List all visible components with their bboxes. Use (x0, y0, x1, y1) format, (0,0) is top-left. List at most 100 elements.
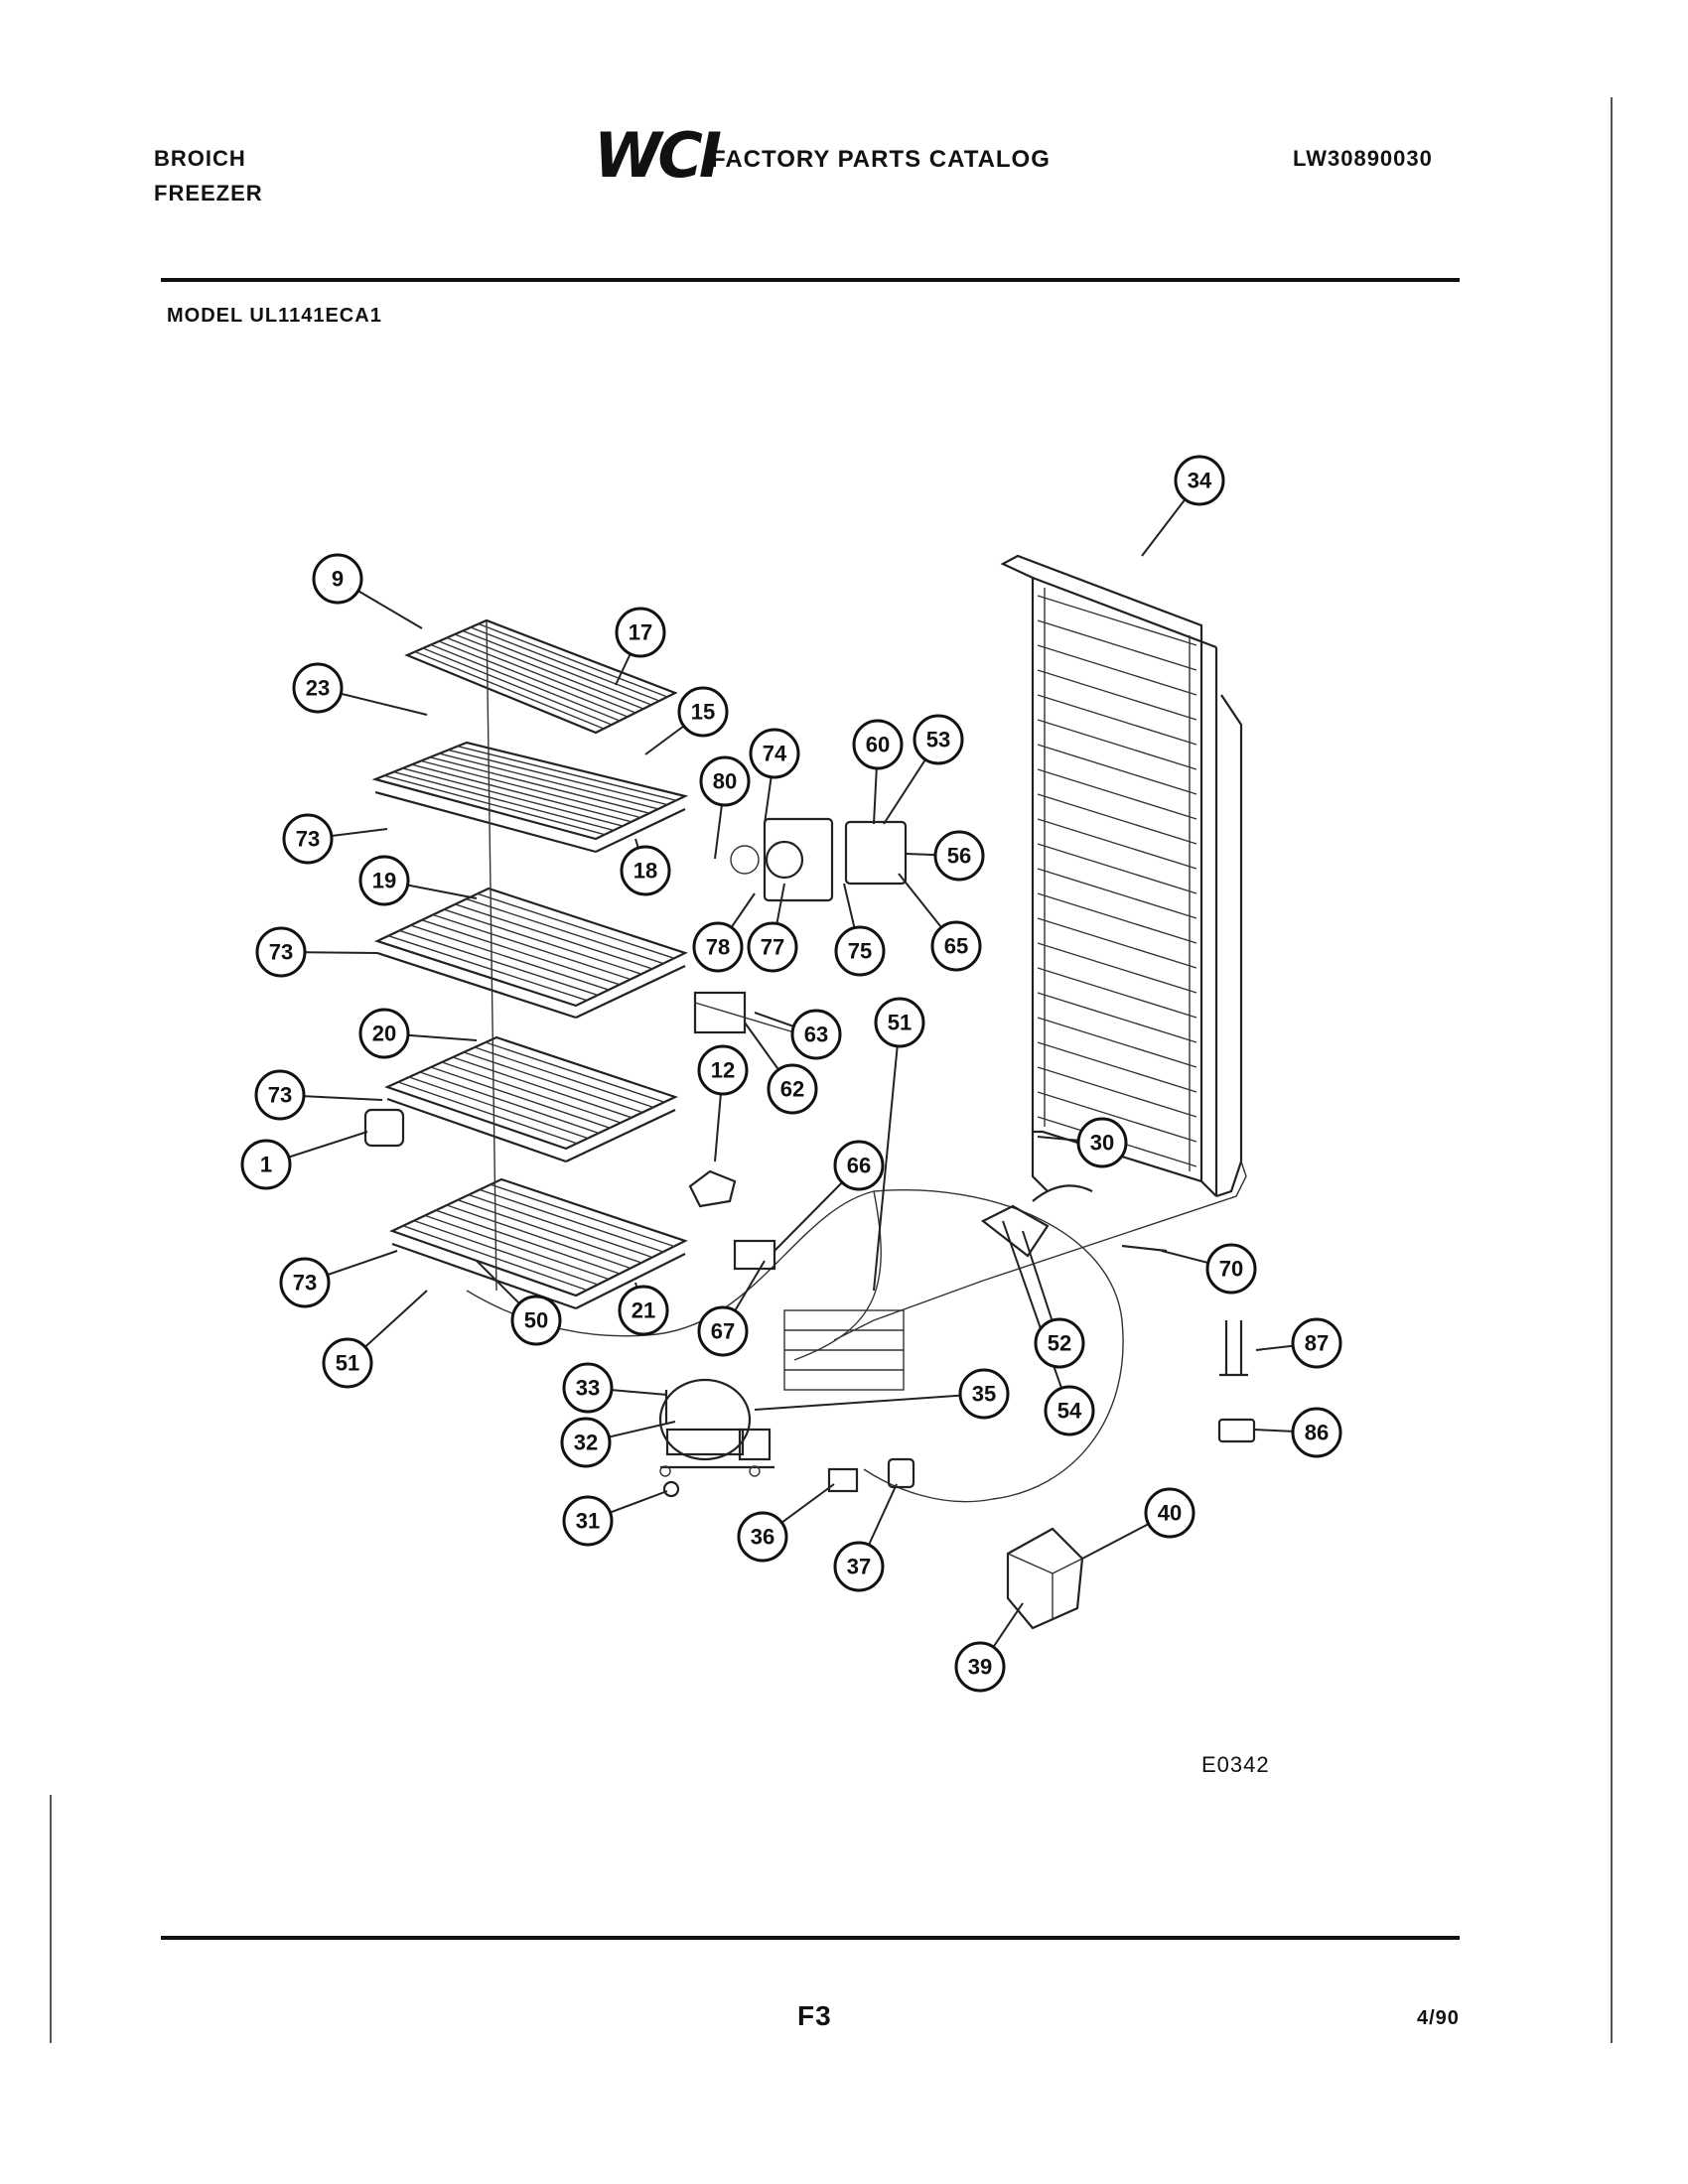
catalog-title: FACTORY PARTS CATALOG (711, 146, 1051, 173)
callout-label: 75 (848, 939, 872, 964)
callout-20: 20 (358, 1008, 410, 1059)
part-36 (827, 1467, 859, 1493)
brand-line-1: BROICH (154, 146, 246, 171)
callout-80: 80 (699, 755, 751, 807)
callout-label: 51 (888, 1011, 912, 1035)
hinge-bracket (693, 991, 795, 1034)
callout-label: 86 (1305, 1421, 1329, 1445)
callout-62: 62 (767, 1063, 818, 1115)
part-87 (1219, 1320, 1248, 1377)
left-margin-rule (50, 1795, 52, 2043)
callout-21: 21 (618, 1285, 669, 1336)
callout-label: 32 (574, 1431, 598, 1455)
callout-35: 35 (958, 1368, 1010, 1420)
callout-label: 40 (1158, 1501, 1182, 1526)
shelf-support-rod (486, 619, 497, 1292)
callout-9: 9 (312, 553, 363, 605)
callout-73: 73 (255, 926, 307, 978)
drain-pan (1006, 1527, 1084, 1630)
right-margin-rule (1611, 97, 1613, 2043)
part-12-bracket (688, 1169, 737, 1208)
callout-78: 78 (692, 921, 744, 973)
callout-label: 39 (968, 1655, 992, 1680)
callout-73: 73 (279, 1257, 331, 1308)
callout-label: 77 (761, 935, 784, 960)
callout-73: 73 (282, 813, 334, 865)
control-assembly (730, 817, 908, 902)
callout-63: 63 (790, 1009, 842, 1060)
page-date: 4/90 (1417, 2007, 1460, 2029)
callout-label: 36 (751, 1525, 774, 1550)
callout-label: 31 (576, 1509, 600, 1534)
shelf-wire-rods (384, 622, 677, 1292)
callout-36: 36 (737, 1511, 788, 1563)
callout-12: 12 (697, 1044, 749, 1096)
brand-line-2: FREEZER (154, 181, 263, 205)
callout-15: 15 (677, 686, 729, 738)
callout-23: 23 (292, 662, 344, 714)
callout-label: 23 (306, 676, 330, 701)
callout-60: 60 (852, 719, 904, 770)
leader-line-54 (1002, 1220, 1070, 1412)
callout-1: 1 (240, 1139, 292, 1190)
grommet-31 (662, 1480, 680, 1498)
callout-70: 70 (1205, 1243, 1257, 1295)
callout-86: 86 (1291, 1407, 1342, 1458)
callout-37: 37 (833, 1541, 885, 1592)
callout-label: 34 (1188, 469, 1212, 493)
callout-33: 33 (562, 1362, 614, 1414)
relay-part-66 (733, 1239, 776, 1271)
callout-label: 35 (972, 1382, 996, 1407)
callout-label: 70 (1219, 1257, 1243, 1282)
callout-label: 12 (711, 1058, 735, 1083)
model-label: MODEL UL1141ECA1 (167, 305, 382, 327)
callout-40: 40 (1144, 1487, 1196, 1539)
shelf-2 (374, 887, 688, 1020)
callout-label: 18 (633, 859, 657, 884)
catalog-number: LW30890030 (1293, 146, 1433, 171)
callout-label: 50 (524, 1308, 548, 1333)
callout-17: 17 (615, 607, 666, 658)
condenser (783, 1309, 905, 1391)
callout-label: 65 (944, 934, 968, 959)
callout-67: 67 (697, 1305, 749, 1357)
callout-53: 53 (913, 714, 964, 765)
callout-label: 9 (332, 567, 344, 592)
callout-label: 87 (1305, 1331, 1329, 1356)
callout-18: 18 (620, 845, 671, 896)
wci-logo: WCI (594, 119, 722, 192)
callout-label: 73 (296, 827, 320, 852)
page-number: F3 (797, 2000, 832, 2031)
shelf-3 (384, 1035, 678, 1163)
callout-label: 54 (1057, 1399, 1082, 1424)
callout-50: 50 (510, 1295, 562, 1346)
footer-rule (161, 1936, 1460, 1940)
callout-label: 78 (706, 935, 730, 960)
callout-label: 74 (763, 742, 787, 766)
callout-73: 73 (254, 1069, 306, 1121)
callout-65: 65 (930, 920, 982, 972)
header-rule (161, 278, 1460, 282)
callout-label: 56 (947, 844, 971, 869)
callout-75: 75 (834, 925, 886, 977)
callout-label: 62 (780, 1077, 804, 1102)
callout-66: 66 (833, 1140, 885, 1191)
leader-line-35 (754, 1393, 985, 1411)
callout-19: 19 (358, 855, 410, 906)
callout-39: 39 (954, 1641, 1006, 1693)
callout-label: 73 (293, 1271, 317, 1296)
compressor (658, 1378, 774, 1477)
callout-30: 30 (1076, 1117, 1128, 1168)
callout-label: 51 (336, 1351, 359, 1376)
part-70 (1121, 1244, 1168, 1253)
diagram-code: E0342 (1201, 1752, 1270, 1777)
callout-54: 54 (1044, 1385, 1095, 1436)
callout-label: 1 (260, 1153, 272, 1177)
callout-74: 74 (749, 728, 800, 779)
callout-label: 19 (372, 869, 396, 893)
part-86 (1217, 1418, 1256, 1443)
callout-label: 20 (372, 1022, 396, 1046)
callout-77: 77 (747, 921, 798, 973)
callout-label: 73 (268, 1083, 292, 1108)
callout-52: 52 (1034, 1317, 1085, 1369)
